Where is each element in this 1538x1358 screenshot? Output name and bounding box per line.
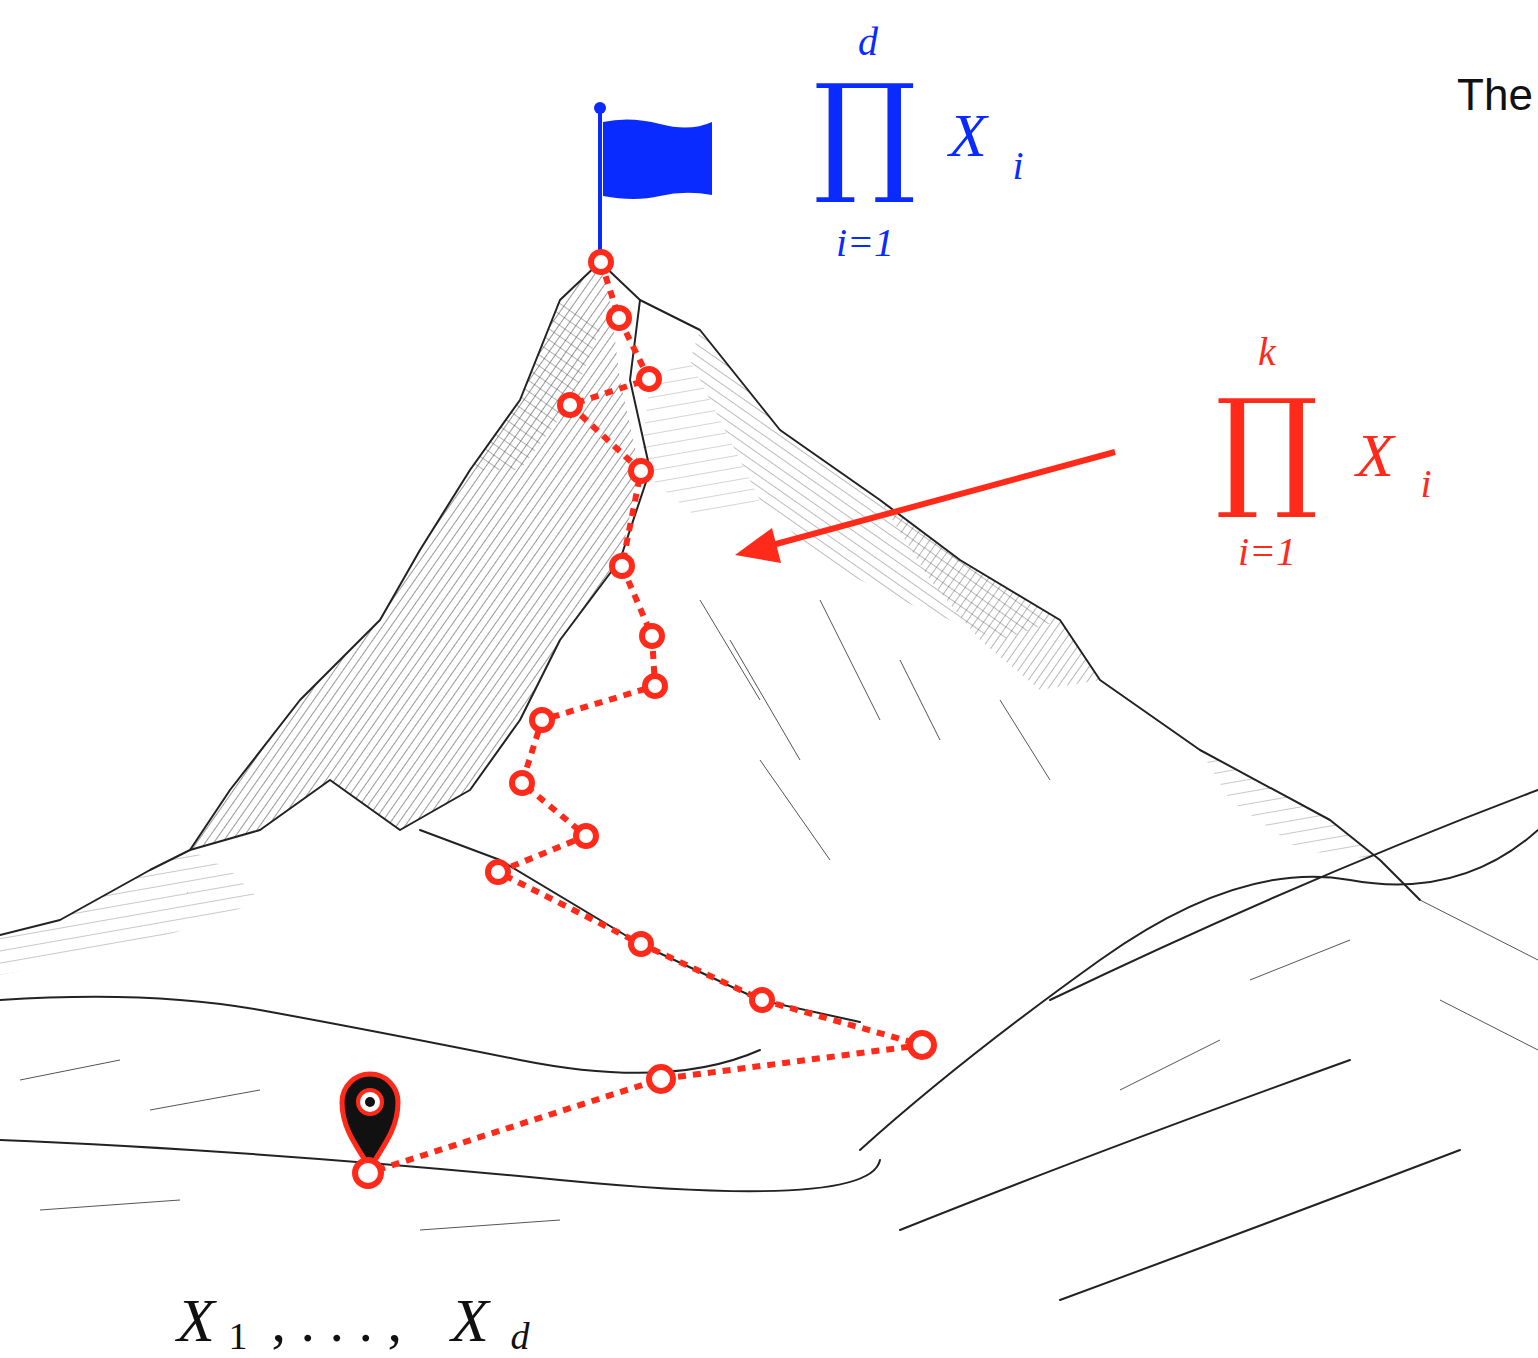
subscript: d: [511, 1317, 530, 1355]
upper-limit: k: [1258, 332, 1276, 372]
lower-limit: i=1: [1238, 532, 1296, 572]
variable: X: [1356, 424, 1394, 486]
product-symbol: ∏: [813, 67, 916, 197]
sketch-strokes: [20, 600, 1538, 1230]
lower-limit: i=1: [836, 223, 894, 263]
pointer-arrow: [735, 452, 1115, 563]
upper-limit: d: [858, 22, 878, 62]
subscript: i: [1420, 464, 1431, 504]
variable: X: [177, 1289, 215, 1351]
ellipsis: , . . . ,: [272, 1293, 417, 1351]
variable: X: [451, 1289, 489, 1351]
mountain-outline: [0, 262, 1538, 1300]
summit-flag: [594, 102, 712, 262]
route-path: [368, 252, 934, 1173]
heading-fragment: The: [1457, 73, 1533, 117]
product-symbol: ∏: [1215, 382, 1318, 512]
rock-shading: [0, 262, 1380, 975]
subscript: i: [1012, 146, 1023, 186]
location-pin: [342, 1074, 398, 1186]
subscript: 1: [229, 1317, 248, 1355]
variable: X: [949, 104, 987, 166]
